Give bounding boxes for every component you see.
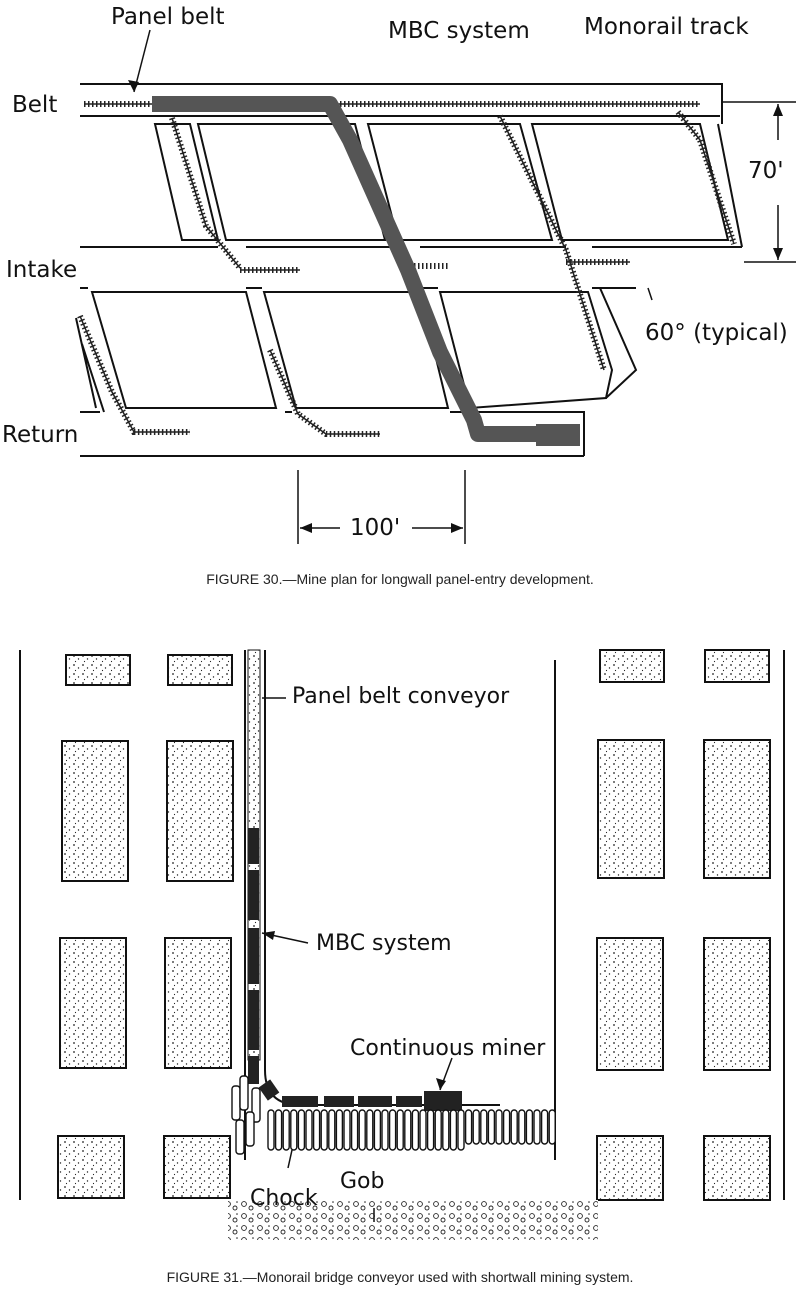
pillar: [166, 740, 234, 882]
pillar: [366, 123, 554, 241]
chock: [274, 1109, 283, 1151]
chock: [419, 1109, 427, 1151]
chock-row: [231, 1075, 556, 1155]
chock: [335, 1109, 344, 1151]
chock: [533, 1109, 541, 1145]
chock: [396, 1109, 404, 1151]
continuous-miner-label: Continuous miner: [350, 1036, 546, 1061]
pillar: [90, 291, 278, 409]
chock: [358, 1109, 366, 1151]
pillar: [59, 937, 127, 1069]
pillar: [596, 937, 664, 1071]
figure-31: Panel belt conveyor MBC system Continuou…: [0, 600, 800, 1285]
pillar: [65, 654, 131, 686]
pillar: [164, 937, 232, 1069]
chock: [388, 1109, 397, 1151]
chock-label: Chock: [250, 1186, 318, 1211]
pillar: [599, 649, 665, 683]
chock: [518, 1109, 526, 1145]
mbc-system-path: [152, 96, 574, 442]
chock: [297, 1109, 306, 1151]
panel-belt-conveyor-label: Panel belt conveyor: [292, 684, 510, 709]
chock: [502, 1109, 511, 1145]
pillar: [153, 123, 220, 241]
chock: [328, 1109, 336, 1151]
chock: [480, 1109, 488, 1145]
chock: [381, 1109, 389, 1151]
pillar: [57, 1135, 125, 1199]
intake-label: Intake: [6, 257, 78, 283]
chock: [404, 1109, 412, 1151]
pillar: [703, 739, 771, 879]
continuous-miner: [424, 1091, 462, 1111]
chock: [487, 1109, 496, 1145]
pillar: [530, 123, 730, 241]
panel-belt-label: Panel belt: [111, 4, 225, 30]
mbc-system-label-31: MBC system: [316, 931, 452, 956]
figure-31-caption: FIGURE 31.—Monorail bridge conveyor used…: [166, 1269, 634, 1285]
chock: [540, 1109, 549, 1145]
chock: [373, 1109, 382, 1151]
gob-area: [228, 1200, 598, 1240]
chock: [350, 1109, 359, 1151]
dimension-100-label: 100': [350, 515, 401, 541]
monorail-track-label: Monorail track: [584, 14, 749, 40]
figure-30-caption: FIGURE 30.—Mine plan for longwall panel-…: [206, 571, 594, 587]
chock: [472, 1109, 480, 1145]
belt-label: Belt: [12, 92, 58, 118]
chock: [548, 1109, 556, 1145]
mbc-system-label: MBC system: [388, 18, 530, 44]
coal-pillars: [57, 649, 771, 1201]
figure-30: Panel belt MBC system Monorail track Bel…: [0, 0, 800, 587]
chock: [312, 1109, 321, 1151]
pillar: [262, 291, 450, 409]
pillar: [163, 1135, 231, 1199]
chock: [464, 1109, 473, 1145]
crosscut-edge-left: [75, 317, 105, 413]
chock: [267, 1109, 275, 1151]
belt-entry-top: [80, 83, 723, 124]
shortwall-diagram: [19, 649, 785, 1240]
chock: [434, 1109, 442, 1151]
chock: [457, 1109, 465, 1151]
dimension-70-label: 70': [748, 158, 784, 184]
chock: [231, 1085, 241, 1121]
pillar: [61, 740, 129, 882]
pillar: [703, 1135, 771, 1201]
chock: [320, 1109, 328, 1151]
chock: [525, 1109, 534, 1145]
chock: [449, 1109, 458, 1151]
mine-plan-diagram: [75, 29, 796, 544]
mbc-end-unit: [536, 424, 580, 446]
chock: [245, 1111, 255, 1147]
crosscut-edge: [599, 123, 743, 399]
pillar: [196, 123, 387, 241]
chock: [442, 1109, 450, 1151]
chock: [426, 1109, 435, 1151]
return-entry-top: [80, 411, 585, 456]
chock: [290, 1109, 298, 1151]
chock: [235, 1119, 245, 1155]
chock: [343, 1109, 351, 1151]
gob-label: Gob: [340, 1169, 385, 1194]
pillar: [704, 649, 770, 683]
chock: [366, 1109, 374, 1151]
chock: [239, 1075, 249, 1111]
chock-leader: [287, 1149, 293, 1169]
pillar: [703, 937, 771, 1071]
chock: [495, 1109, 503, 1145]
chock: [411, 1109, 420, 1151]
chock: [305, 1109, 313, 1151]
mbc-system: [248, 828, 422, 1107]
chock: [282, 1109, 290, 1151]
pillar: [596, 1135, 664, 1201]
chock: [510, 1109, 518, 1145]
angle-label: 60° (typical): [645, 320, 788, 346]
pillar: [597, 739, 665, 879]
pillar: [167, 654, 233, 686]
return-label: Return: [2, 422, 79, 448]
